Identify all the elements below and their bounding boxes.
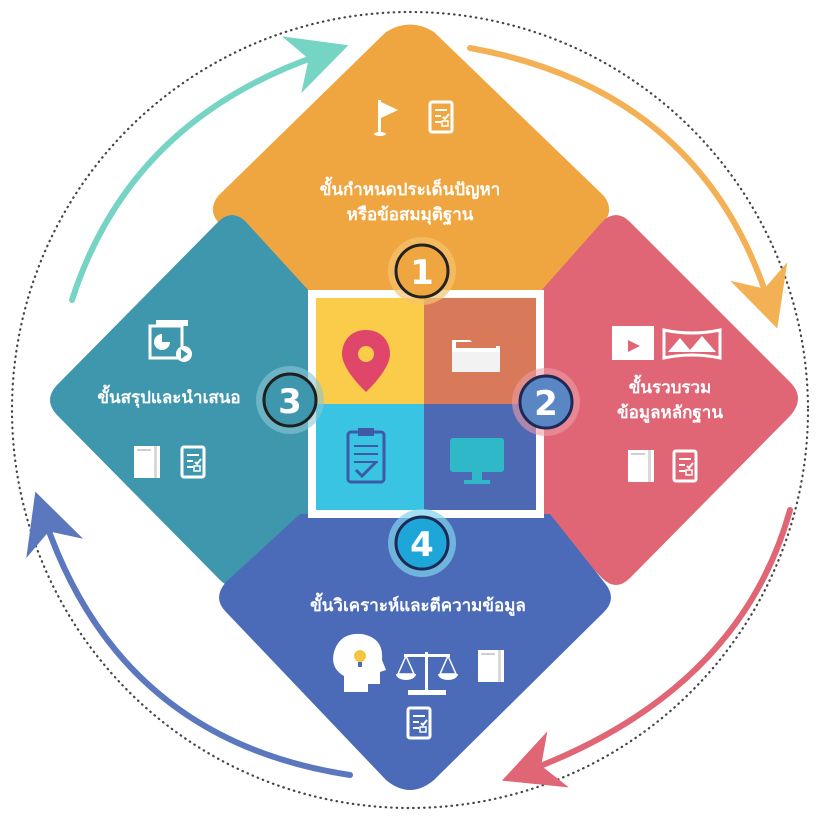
- step-2-label-line-1: ขั้นรวบรวม: [628, 378, 712, 398]
- step-3-number: 3: [278, 382, 302, 422]
- arrow-bottom-right: [501, 507, 793, 788]
- book-icon: [478, 650, 504, 682]
- head-lightbulb-icon: [333, 633, 386, 692]
- step-1-label: ขั้นกำหนดประเด็นปัญหา หรือข้อสมมุติฐาน: [290, 178, 530, 227]
- step-1-icons: [374, 100, 454, 136]
- step-1-label-line-1: ขั้นกำหนดประเด็นปัญหา: [319, 180, 501, 200]
- step-4-panel: [219, 514, 611, 790]
- step-4-badge: 4: [388, 509, 456, 577]
- step-1-label-line-2: หรือข้อสมมุติฐาน: [346, 204, 474, 225]
- step-3-label: ขั้นสรุปและนำเสนอ: [74, 386, 264, 411]
- step-2-badge: 2: [512, 368, 580, 436]
- image-gallery-icon: [662, 328, 722, 360]
- step-4-label: ขั้นวิเคราะห์และตีความข้อมูล: [268, 594, 568, 619]
- step-2-label: ขั้นรวบรวม ข้อมูลหลักฐาน: [590, 376, 750, 425]
- center-tile-cyan: [316, 404, 424, 510]
- arrow-bottom-left: [26, 491, 353, 778]
- clipboard-check-icon: [346, 428, 386, 484]
- arrow-top-right: [467, 45, 788, 329]
- step-3-panel: [50, 215, 310, 587]
- cycle-arrows: [26, 36, 793, 788]
- step-1-number: 1: [410, 253, 434, 293]
- step-4-icons: [333, 633, 504, 740]
- step-4-label-line-1: ขั้นวิเคราะห์และตีความข้อมูล: [310, 596, 526, 616]
- folder-icon: [452, 340, 500, 372]
- book-icon: [628, 450, 654, 482]
- computer-monitor-icon: [450, 438, 504, 484]
- presentation-slides-icon: [148, 320, 192, 362]
- arrow-top-left: [69, 36, 349, 303]
- location-pin-icon: [342, 330, 390, 392]
- flag-icon: [374, 100, 398, 136]
- step-1-panel: [212, 24, 610, 292]
- step-1-badge: 1: [388, 237, 456, 305]
- step-2-number: 2: [534, 384, 558, 424]
- step-3-icons: [134, 320, 206, 479]
- step-2-label-line-2: ข้อมูลหลักฐาน: [617, 402, 723, 423]
- balance-scale-icon: [396, 652, 458, 695]
- book-icon: [134, 446, 160, 478]
- video-clapper-icon: [612, 326, 654, 360]
- dotted-outer-circle: [10, 10, 810, 810]
- step-2-panel: [540, 215, 798, 585]
- step-3-badge: 3: [256, 366, 324, 434]
- step-2-icons: [612, 326, 722, 483]
- step-4-number: 4: [410, 525, 434, 565]
- step-3-label-line-1: ขั้นสรุปและนำเสนอ: [97, 388, 241, 408]
